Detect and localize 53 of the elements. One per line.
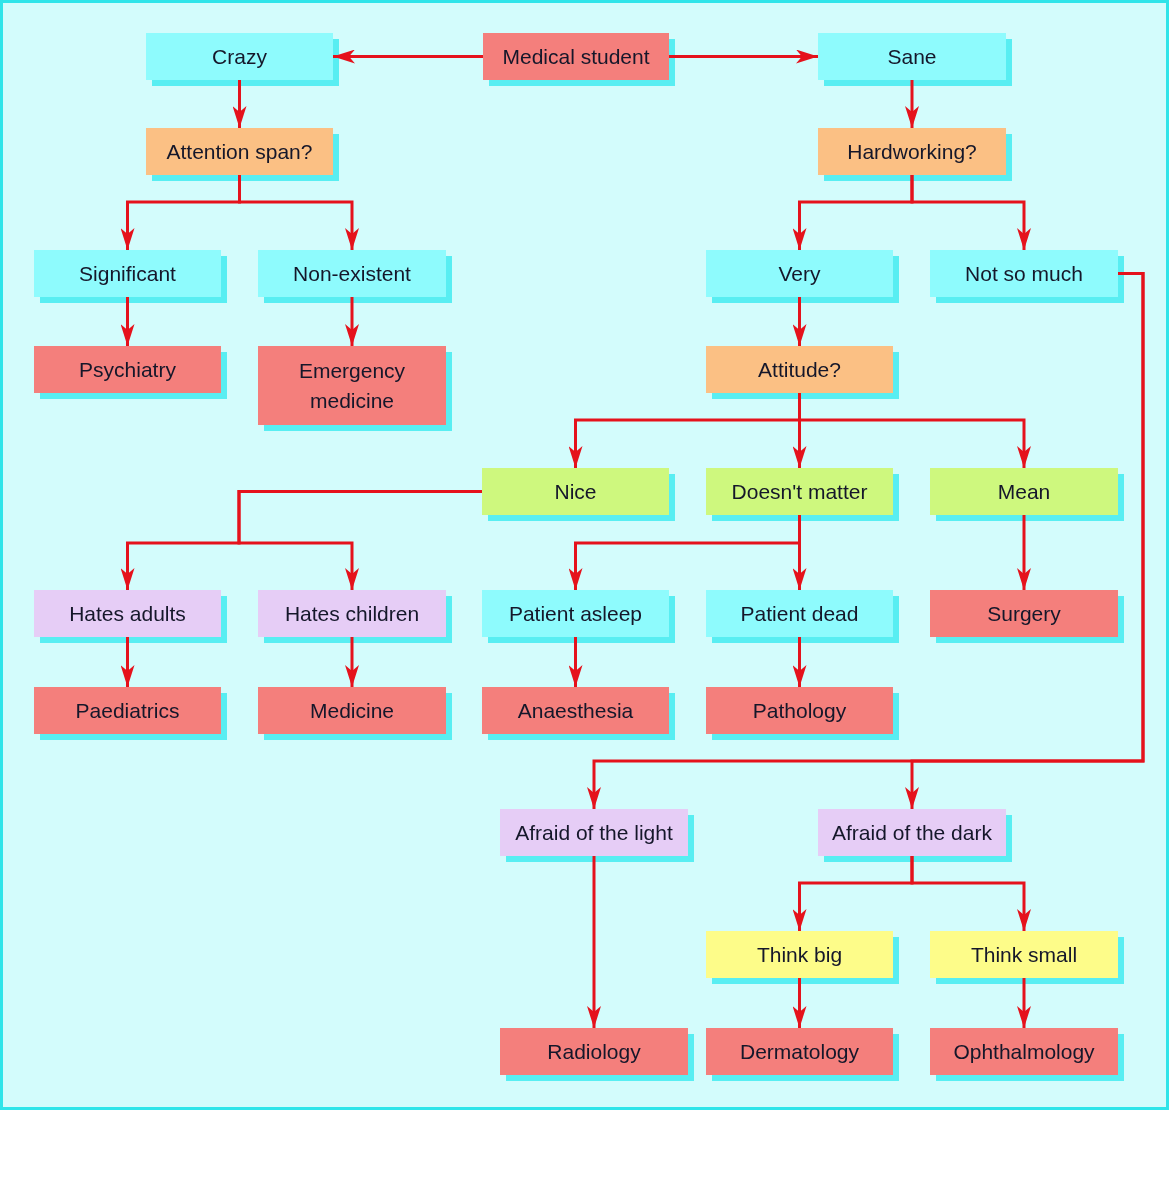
arrow	[345, 297, 359, 346]
box-label: Doesn't matter	[731, 478, 868, 505]
arrow	[120, 297, 135, 346]
box-label: Patient asleep	[508, 600, 643, 627]
box-label: Dermatology	[739, 1038, 860, 1065]
box-label: Attention span?	[166, 138, 313, 165]
box-label: Crazy	[212, 43, 267, 70]
box-label: Surgery	[987, 600, 1061, 627]
box-label: Medical student	[502, 43, 650, 70]
box-label: Think small	[970, 941, 1078, 968]
box-label: Nice	[554, 478, 597, 505]
box-label: Non-existent	[293, 260, 411, 287]
arrow	[792, 978, 807, 1028]
arrow	[238, 175, 359, 250]
arrow	[1017, 515, 1031, 590]
arrow	[905, 272, 1145, 809]
box-label: Ophthalmology	[953, 1038, 1095, 1065]
arrow	[669, 49, 818, 64]
box-label: Anaesthesia	[517, 697, 634, 724]
arrow	[237, 490, 482, 590]
box-label: Radiology	[547, 1038, 641, 1065]
arrow	[120, 637, 135, 687]
arrow	[568, 637, 583, 687]
box-label: Significant	[79, 260, 176, 287]
arrow	[333, 49, 483, 64]
box-label: Patient dead	[740, 600, 859, 627]
box-label: Hates children	[284, 600, 420, 627]
arrow	[232, 80, 247, 128]
arrow	[910, 856, 1031, 931]
arrow	[798, 393, 1031, 468]
box-label: Paediatrics	[75, 697, 180, 724]
arrow	[792, 637, 807, 687]
arrow	[792, 515, 807, 590]
arrow	[1017, 978, 1031, 1028]
box-label: Mean	[997, 478, 1051, 505]
box-label: Psychiatry	[79, 356, 176, 383]
arrow	[910, 175, 1031, 250]
box-label: Very	[778, 260, 821, 287]
box-label: Think big	[756, 941, 843, 968]
box-label: Hardworking?	[847, 138, 977, 165]
box-label: Attitude?	[758, 356, 841, 383]
box-label: Pathology	[752, 697, 847, 724]
box-label: Afraid of the light	[515, 819, 673, 846]
arrow	[587, 856, 601, 1028]
box-label: Sane	[887, 43, 937, 70]
box-label: Hates adults	[69, 600, 186, 627]
box-label: Emergency medicine	[297, 357, 407, 414]
arrow	[792, 297, 807, 346]
arrow	[345, 637, 359, 687]
arrow	[905, 80, 919, 128]
box-label: Afraid of the dark	[832, 819, 992, 846]
box-label: Medicine	[309, 697, 394, 724]
box-label: Not so much	[965, 260, 1083, 287]
